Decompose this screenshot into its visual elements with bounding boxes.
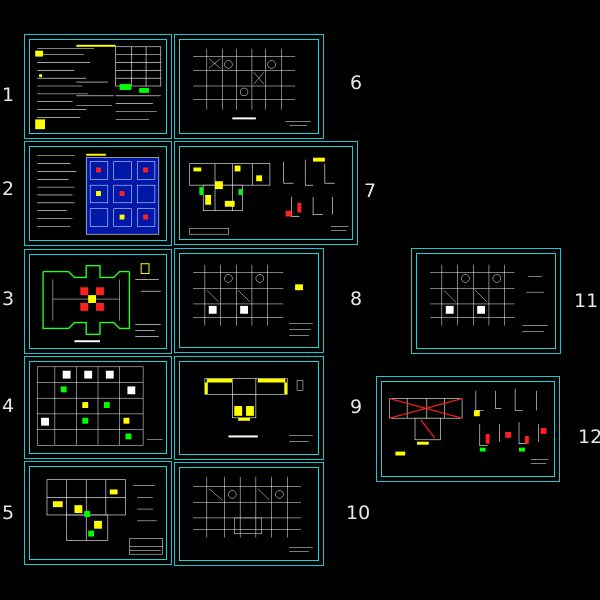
sheet-number-9: 9 <box>350 396 363 418</box>
sheet-number-7: 7 <box>364 180 377 202</box>
drawing-sheet-12[interactable] <box>376 376 560 482</box>
sheet-number-6: 6 <box>350 72 363 94</box>
sheet-12-content <box>389 388 549 464</box>
drawing-sheet-8[interactable] <box>174 248 324 353</box>
sheet-2-content <box>37 153 160 235</box>
sheet-number-2: 2 <box>2 178 15 200</box>
sheet-6-content <box>193 48 311 126</box>
sheet-4-content <box>36 366 163 446</box>
drawing-sheet-2[interactable] <box>24 141 172 246</box>
sheet-5-content <box>46 479 163 555</box>
sheet-7-content <box>189 157 349 235</box>
sheet-number-10: 10 <box>346 502 371 524</box>
sheet-number-5: 5 <box>2 502 15 524</box>
sheet-11-content <box>430 264 548 332</box>
drawing-sheet-9[interactable] <box>174 356 324 460</box>
drawing-sheet-6[interactable] <box>174 34 324 139</box>
drawing-sheet-10[interactable] <box>174 462 324 566</box>
sheet-number-11: 11 <box>574 290 599 312</box>
sheet-number-4: 4 <box>2 395 15 417</box>
sheet-3-content <box>42 263 161 343</box>
sheet-8-content <box>193 264 313 336</box>
drawing-sheet-7[interactable] <box>174 141 358 245</box>
drawing-sheet-5[interactable] <box>24 461 172 565</box>
sheet-number-3: 3 <box>2 288 15 310</box>
drawing-sheet-4[interactable] <box>24 356 172 459</box>
sheet-1-content <box>35 44 162 130</box>
drawing-sheet-1[interactable] <box>24 34 172 139</box>
sheet-number-1: 1 <box>2 84 15 106</box>
sheet-9-content <box>204 378 313 442</box>
sheet-10-content <box>193 476 313 552</box>
drawing-sheet-3[interactable] <box>24 249 172 354</box>
drawing-sheet-11[interactable] <box>411 248 561 354</box>
sheet-number-12: 12 <box>578 426 600 448</box>
sheet-number-8: 8 <box>350 288 363 310</box>
